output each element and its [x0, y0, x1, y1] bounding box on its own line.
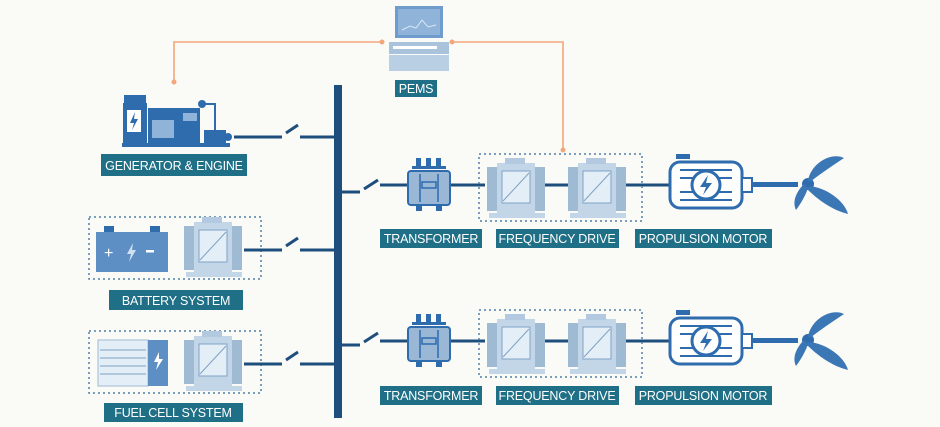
lower-drive-label-bg [496, 386, 619, 405]
upper-motor-label-bg [635, 229, 772, 248]
propulsion-line-lower: TRANSFORMER FREQUENCY DRIVE PROPULSION M… [342, 308, 848, 405]
lower-transformer-label: TRANSFORMER [384, 389, 479, 403]
upper-feeder-wire [342, 178, 670, 194]
lower-frequency-drive-group [478, 309, 643, 378]
upper-drive-label: FREQUENCY DRIVE [499, 232, 616, 246]
lower-motor-label-bg [635, 386, 772, 405]
upper-drive-2-icon [567, 157, 627, 219]
upper-transformer-label: TRANSFORMER [384, 232, 479, 246]
battery-breaker-switch[interactable] [244, 236, 334, 252]
battery-converter-icon [183, 216, 243, 278]
link-node [449, 39, 455, 45]
lower-drive-label: FREQUENCY DRIVE [499, 389, 616, 403]
lower-transformer-label-bg [380, 386, 482, 405]
svg-text:+: + [104, 245, 113, 262]
upper-drive-label-bg [496, 229, 619, 248]
upper-drive-1-icon [486, 157, 546, 219]
lower-feeder-wire [342, 331, 670, 347]
upper-transformer-icon [407, 157, 451, 212]
fuel-cell-label-bg [104, 403, 243, 422]
fuel-cell-system-group [88, 330, 262, 394]
lower-motor-label: PROPULSION MOTOR [639, 389, 768, 403]
pems-drive-link [452, 41, 564, 150]
pems-label-bg [395, 80, 437, 97]
fuel-cell-label: FUEL CELL SYSTEM [114, 406, 231, 420]
pems-label: PEMS [399, 82, 434, 96]
fuel-cell-breaker-switch[interactable] [244, 350, 334, 366]
pems-workstation-icon [389, 6, 449, 71]
lower-propeller-icon [794, 312, 848, 370]
battery-label-bg [109, 290, 243, 310]
battery-label: BATTERY SYSTEM [122, 294, 230, 308]
link-node [171, 79, 177, 85]
generator-label: GENERATOR & ENGINE [105, 159, 243, 173]
fuel-cell-converter-icon [183, 330, 243, 392]
upper-frequency-drive-group [478, 153, 643, 222]
lower-motor-icon [668, 308, 754, 366]
upper-motor-icon [668, 152, 754, 210]
main-bus-bar [334, 85, 342, 418]
upper-transformer-label-bg [380, 229, 482, 248]
lower-transformer-icon [407, 313, 451, 368]
link-node [560, 147, 566, 153]
battery-icon: + [96, 226, 168, 272]
generator-label-bg [101, 154, 247, 176]
upper-propeller-icon [794, 156, 848, 214]
battery-system-group [88, 216, 262, 280]
generator-breaker-switch[interactable] [234, 123, 334, 139]
lower-drive-1-icon [486, 313, 546, 375]
lower-drive-2-icon [567, 313, 627, 375]
link-node [379, 39, 385, 45]
upper-motor-label: PROPULSION MOTOR [639, 232, 768, 246]
pems-generator-link [173, 41, 382, 82]
lower-shaft [752, 338, 798, 343]
propulsion-line-upper: TRANSFORMER FREQUENCY DRIVE PROPULSION M… [342, 152, 848, 248]
generator-engine-icon [122, 95, 232, 147]
upper-shaft [752, 182, 798, 187]
fuel-cell-icon [97, 339, 168, 387]
